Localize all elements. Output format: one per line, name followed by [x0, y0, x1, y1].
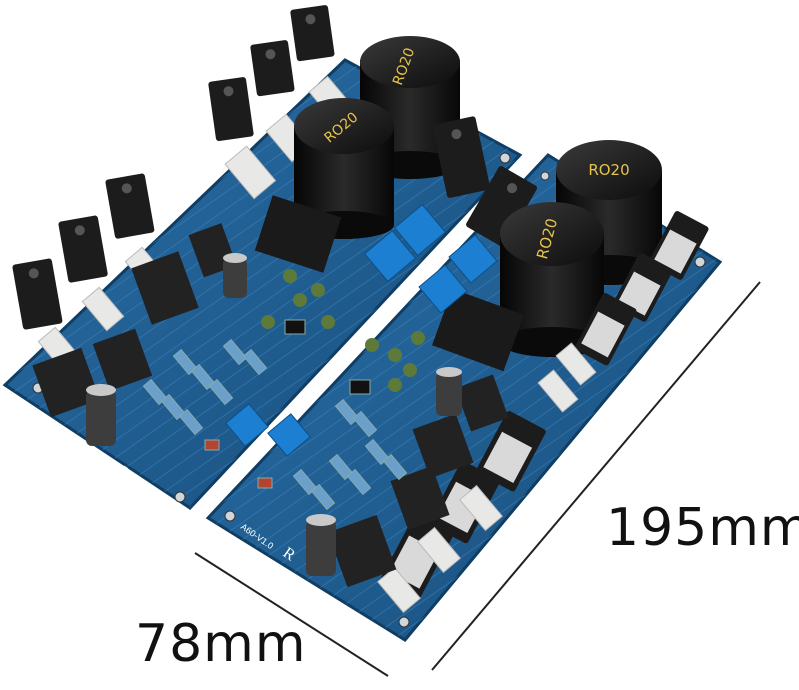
right-terminal-blocks: [267, 234, 498, 457]
width-dimension-line: [194, 552, 389, 677]
length-dimension-label: 195mm: [606, 498, 799, 558]
right-transistor-row-back: [537, 211, 709, 413]
left-terminal-blocks: [225, 203, 447, 447]
mount-hole: [224, 510, 236, 522]
right-heatsinks: [327, 374, 509, 588]
capacitor-top: [360, 36, 460, 88]
left-heatsinks: [32, 223, 237, 418]
capacitor-top: [556, 140, 662, 200]
left-transistor-row-front: [12, 173, 168, 372]
mount-hole: [694, 256, 706, 268]
mount-hole: [398, 616, 410, 628]
width-dimension-label: 78mm: [135, 614, 307, 674]
right-resistor-array: [257, 379, 408, 511]
left-rectifier: [254, 195, 342, 273]
capacitor-top: [294, 98, 394, 154]
left-board: RO20 RO20: [2, 5, 523, 510]
length-dimension-line: [431, 281, 761, 671]
capacitor-top: [500, 202, 604, 266]
left-resistor-array: [142, 319, 306, 451]
right-rectifier: [432, 288, 524, 372]
capacitor-label: RO20: [588, 161, 629, 179]
mount-hole: [174, 491, 186, 503]
right-board: RO20 RO20: [205, 140, 723, 642]
left-driver-transistor: [432, 116, 491, 198]
mount-hole: [540, 171, 550, 181]
right-small-caps: [306, 331, 462, 576]
right-driver-transistor: [466, 166, 538, 247]
left-small-caps: [86, 253, 335, 446]
mount-hole: [499, 152, 511, 164]
right-transistor-row-front: [377, 411, 546, 614]
